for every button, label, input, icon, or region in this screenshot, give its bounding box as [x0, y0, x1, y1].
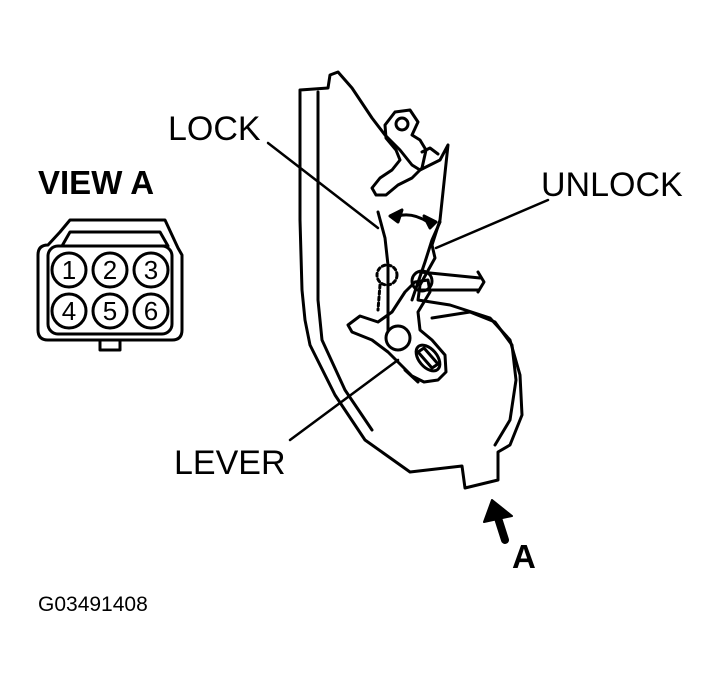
housing-inner-edge [316, 90, 374, 432]
hidden-pivot-dashed [375, 263, 399, 287]
figure-code: G03491408 [38, 593, 148, 616]
rod-end-circle [410, 269, 434, 293]
upper-pawl-pivot [394, 116, 410, 132]
pin-numbers: 1 2 3 4 5 6 [62, 255, 158, 326]
leader-lines [266, 141, 550, 442]
upper-pawl-notch [420, 146, 440, 156]
lock-label: LOCK [168, 110, 261, 148]
pin-1-socket [50, 251, 88, 289]
hidden-rod-dashed [376, 283, 382, 312]
pin-2-socket [91, 251, 129, 289]
latch-assembly [298, 70, 524, 490]
arrow-a-label: A [512, 538, 536, 575]
housing-lower-curve [430, 310, 518, 447]
lever-body [346, 278, 448, 384]
pin-1-number: 1 [62, 255, 76, 285]
pin-6-socket [132, 292, 170, 330]
pin-4-number: 4 [62, 296, 76, 326]
pin-5-socket [91, 292, 129, 330]
arrow-a-head [483, 499, 513, 523]
lever-label: LEVER [174, 444, 286, 482]
lever-pivot [384, 324, 412, 352]
connector-inner-face [46, 244, 174, 336]
lock-leader [266, 141, 380, 230]
pin-3-socket [132, 251, 170, 289]
pin-6-number: 6 [144, 296, 158, 326]
lever-slot-oval [414, 343, 442, 373]
connector-bottom-tab [98, 338, 122, 352]
pin-2-number: 2 [103, 255, 117, 285]
connector-pins [50, 251, 170, 330]
upper-pawl [370, 108, 428, 197]
view-a-arrow [483, 499, 513, 544]
pin-5-number: 5 [103, 296, 117, 326]
lever-lower-edge [403, 368, 420, 384]
unlock-label: UNLOCK [541, 166, 683, 204]
connector-top-latch [60, 230, 170, 248]
view-a-label: VIEW A [38, 164, 155, 201]
lever-slot [416, 346, 440, 370]
stroke-arrow-line [396, 213, 430, 224]
lock-position-line [376, 210, 390, 332]
arrow-a-shaft [494, 514, 509, 544]
pin-3-number: 3 [144, 255, 158, 285]
unlock-leader [434, 198, 550, 250]
lever-leader [288, 358, 400, 442]
pin-4-socket [50, 292, 88, 330]
connector-outer-shell [36, 218, 184, 342]
latch-housing-outline [298, 70, 524, 490]
connector-view-a [36, 218, 184, 352]
